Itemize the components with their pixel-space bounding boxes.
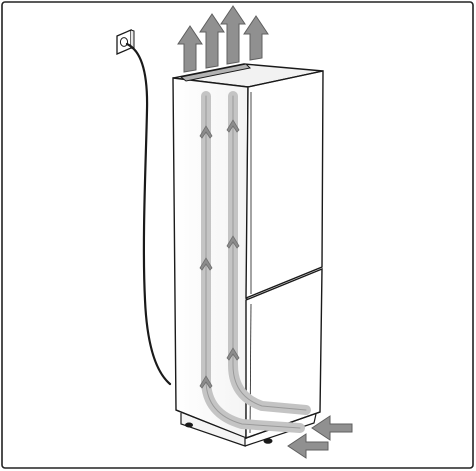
fridge-freezer [172,63,324,447]
fridge-foot [185,422,193,428]
air-exhaust-arrow-icon [199,13,225,69]
air-exhaust-arrows [177,5,269,73]
air-flow-chevron [226,119,240,133]
air-flow-chevron [226,235,240,249]
wall-socket-icon [116,29,135,55]
air-intake-arrow-icon [287,433,329,459]
air-exhaust-arrow-icon [177,25,203,73]
rear-vent-grille [179,63,252,82]
power-cable [125,42,172,386]
air-flow-chevron [199,257,213,271]
air-intake-arrows [287,415,353,459]
fridge-plinth [175,409,321,439]
fridge-foot [263,438,273,444]
air-flow-chevron [199,125,213,139]
air-flow-chevrons [199,119,240,389]
air-intake-arrow-icon [311,415,353,441]
fridge-door [245,70,324,300]
air-exhaust-arrow-icon [243,15,269,61]
air-flow-chevron [226,347,240,361]
air-flow-chevron [199,375,213,389]
air-exhaust-arrow-icon [220,5,246,65]
